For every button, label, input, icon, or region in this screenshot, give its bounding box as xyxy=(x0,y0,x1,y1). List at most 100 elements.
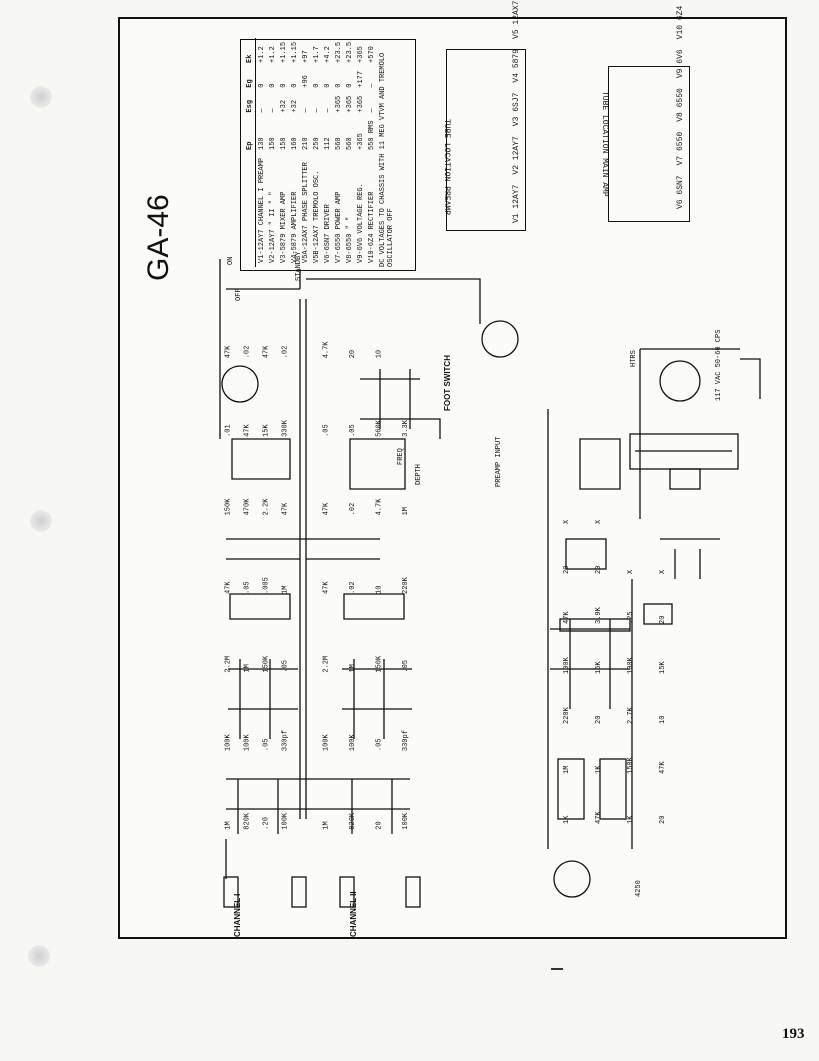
component-value-label: 560K xyxy=(375,419,383,437)
component-value-label: 330K xyxy=(282,419,290,437)
component-value-label: 100K xyxy=(349,733,357,751)
component-value-label: 470K xyxy=(244,498,252,516)
component-value-label: 150K xyxy=(225,498,233,516)
component-value-label: 20 xyxy=(563,566,571,574)
component-value-label: 3.3K xyxy=(402,419,410,437)
component-value-label: 1K xyxy=(627,815,635,824)
component-value-label: .05 xyxy=(322,424,330,437)
ac-input-label: 117 VAC 50-60 CPS xyxy=(715,330,723,401)
tube-location-main xyxy=(608,66,690,222)
channel-2-jack-b xyxy=(405,876,421,908)
component-value-label: 220K xyxy=(563,706,571,724)
component-value-label: 10 xyxy=(659,716,667,724)
component-value-label: 20 xyxy=(659,616,667,624)
v8-tube xyxy=(599,758,627,820)
choke xyxy=(579,438,621,490)
component-value-label: X xyxy=(659,569,667,574)
component-value-label: .02 xyxy=(349,581,357,594)
component-value-label: .05 xyxy=(375,738,383,751)
punch-hole-middle xyxy=(30,510,52,532)
scan-mark xyxy=(551,968,563,970)
component-value-label: 1M xyxy=(244,664,252,672)
component-value-label: 4.7K xyxy=(375,498,383,516)
component-value-label: .05 xyxy=(244,581,252,594)
htr-label: HTRS xyxy=(630,350,638,367)
component-value-label: 20 xyxy=(595,716,603,724)
channel-1-label: CHANNEL I xyxy=(233,894,242,937)
tremolo-network xyxy=(360,369,420,429)
component-value-label: 100K xyxy=(225,733,233,751)
component-value-label: 100K xyxy=(322,733,330,751)
component-value-label: 47K xyxy=(225,345,233,358)
component-value-label: 1M xyxy=(225,821,233,829)
off-label: OFF xyxy=(235,288,243,301)
channel-2-label: CHANNEL II xyxy=(349,891,358,937)
component-value-label: 10 xyxy=(375,586,383,594)
component-value-label: .05 xyxy=(263,738,271,751)
ch2-tone-network xyxy=(342,659,412,739)
channel-1-jack-b xyxy=(291,876,307,908)
preamp-mid-network xyxy=(226,538,380,560)
component-value-label: 820K xyxy=(349,812,357,830)
component-value-label: 20 xyxy=(375,821,383,829)
component-value-label: .25 xyxy=(627,611,635,624)
foot-switch-label: FOOT SWITCH xyxy=(443,355,452,411)
component-value-label: 2.2M xyxy=(322,656,330,673)
channel-2-jack-a xyxy=(339,876,355,908)
filter-caps xyxy=(660,538,720,579)
main-socket-bottom xyxy=(553,860,591,898)
component-value-label: 1M xyxy=(282,586,290,594)
component-value-label: 2.2K xyxy=(263,498,271,516)
component-value-label: 100K xyxy=(244,733,252,751)
component-value-label: 2.7K xyxy=(627,706,635,724)
component-value-label: .05 xyxy=(402,660,410,673)
component-value-label: 100K xyxy=(627,656,635,674)
b-plus-label: 4250 xyxy=(635,880,643,897)
component-value-label: 20 xyxy=(595,566,603,574)
component-value-label: 1M xyxy=(402,507,410,515)
component-value-label: 47K xyxy=(322,502,330,515)
component-value-label: 1M xyxy=(322,821,330,829)
channel-1-jack-a xyxy=(223,876,239,908)
preamp-output-line xyxy=(306,278,481,324)
v9-tube xyxy=(643,603,673,625)
v1-tube xyxy=(237,779,279,834)
foot-switch-line xyxy=(420,418,441,439)
preamp-input-label: PREAMP INPUT xyxy=(495,437,503,487)
output-transformer xyxy=(565,538,607,570)
v3-tube xyxy=(229,593,291,620)
component-value-label: 1M xyxy=(563,766,571,774)
v7-tube xyxy=(557,758,585,820)
component-value-label: 20 xyxy=(659,816,667,824)
component-value-label: 150K xyxy=(263,655,271,673)
depth-label: DEPTH xyxy=(415,464,423,485)
component-value-label: .02 xyxy=(282,346,290,359)
component-value-label: 47K xyxy=(263,345,271,358)
standby-label: STANDBY xyxy=(295,251,303,281)
component-value-label: .20 xyxy=(263,817,271,830)
component-value-label: 47K xyxy=(322,581,330,594)
component-value-label: 3.9K xyxy=(595,606,603,624)
component-value-label: 330pf xyxy=(282,730,290,751)
component-value-label: 100K xyxy=(282,812,290,830)
component-value-label: X xyxy=(563,519,571,524)
v6-tube xyxy=(559,618,631,632)
component-value-label: 47K xyxy=(595,811,603,824)
voltage-table-box xyxy=(240,39,416,271)
component-value-label: 47K xyxy=(659,761,667,774)
component-value-label: 10 xyxy=(375,350,383,358)
component-value-label: 20 xyxy=(349,350,357,358)
component-value-label: .05 xyxy=(349,424,357,437)
component-value-label: 47K xyxy=(282,502,290,515)
component-value-label: 100K xyxy=(563,656,571,674)
v5b-network xyxy=(349,438,406,490)
tube-location-preamp xyxy=(446,49,526,231)
component-value-label: .02 xyxy=(244,346,252,359)
component-value-label: 1K xyxy=(563,815,571,824)
ac-line xyxy=(740,358,761,399)
v4-tube xyxy=(343,593,405,620)
power-switch-wiring xyxy=(219,259,301,439)
component-value-label: 820K xyxy=(244,812,252,830)
component-value-label: .01 xyxy=(225,424,233,437)
component-value-label: .02 xyxy=(349,503,357,516)
